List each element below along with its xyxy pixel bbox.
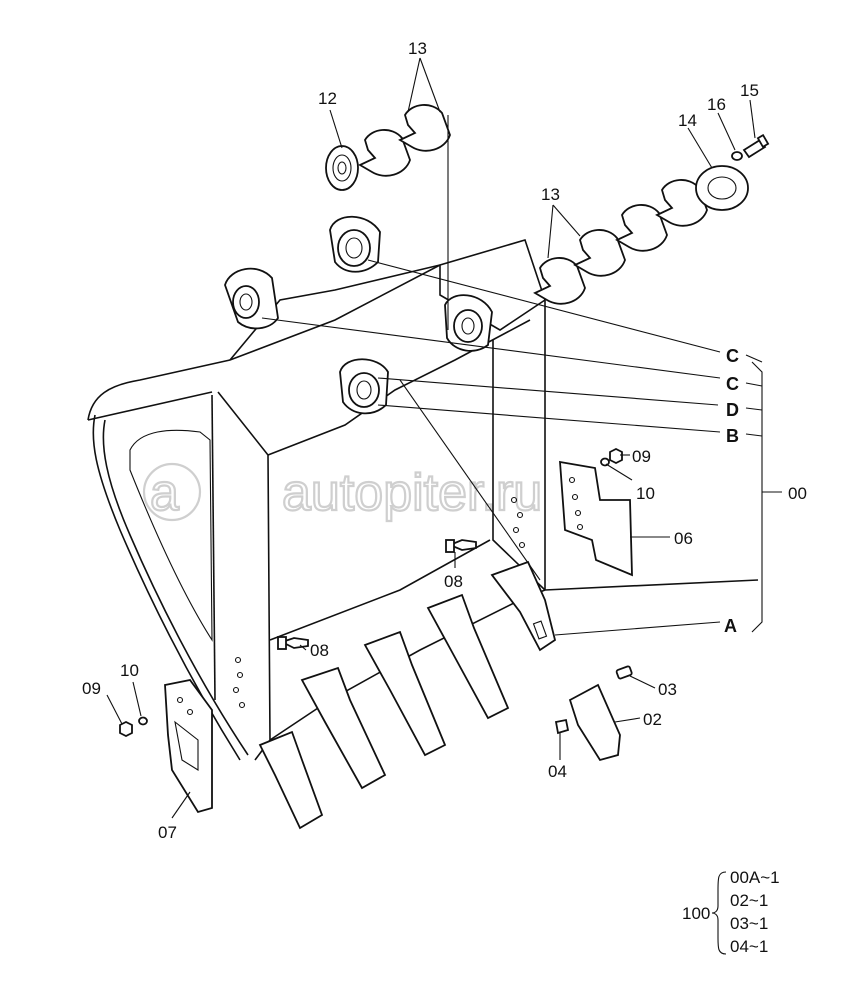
teeth bbox=[258, 560, 557, 830]
lug-middle-right bbox=[444, 294, 493, 352]
label-08-upper: 08 bbox=[444, 572, 463, 591]
label-C-first: C bbox=[726, 346, 739, 366]
part-08-bolt-upper bbox=[445, 539, 477, 553]
part-10-washer-left bbox=[138, 716, 148, 726]
label-14: 14 bbox=[678, 111, 697, 130]
side-cutters bbox=[119, 447, 633, 814]
part-14-end-plate bbox=[695, 165, 749, 211]
exploded-parts bbox=[325, 104, 770, 305]
tooth-4 bbox=[426, 593, 510, 720]
part-08-bolt-lower bbox=[277, 636, 309, 650]
watermark-logo-glyph: a bbox=[150, 464, 179, 522]
part-16-washer bbox=[731, 151, 743, 161]
part-13-shims-upper bbox=[358, 104, 451, 177]
pin-bosses bbox=[224, 215, 493, 415]
part-04-lock bbox=[554, 718, 570, 735]
kit-number: 100 bbox=[682, 904, 710, 923]
label-13-upper: 13 bbox=[408, 39, 427, 58]
part-06-side-cutter-right bbox=[559, 460, 633, 577]
part-02-tooth-point bbox=[568, 683, 621, 762]
lug-upper-left bbox=[224, 267, 279, 330]
watermark: a autopiter.ru bbox=[142, 462, 543, 523]
lug-upper-right bbox=[329, 215, 381, 273]
label-06: 06 bbox=[674, 529, 693, 548]
label-07: 07 bbox=[158, 823, 177, 842]
kit-item-2: 02~1 bbox=[730, 891, 768, 910]
bolt-holes bbox=[232, 496, 526, 709]
part-10-washer-right bbox=[600, 457, 610, 467]
label-10-right: 10 bbox=[636, 484, 655, 503]
kit-item-3: 03~1 bbox=[730, 914, 768, 933]
part-07-side-cutter-left bbox=[164, 679, 213, 814]
kit-notation: 100 00A~1 02~1 03~1 04~1 bbox=[682, 868, 780, 956]
label-09-left: 09 bbox=[82, 679, 101, 698]
tooth-point-set bbox=[554, 665, 633, 762]
leader-lines bbox=[106, 57, 782, 819]
label-D: D bbox=[726, 400, 739, 420]
tooth-3 bbox=[363, 630, 447, 757]
part-15-bolt bbox=[742, 133, 770, 159]
part-13-shims-right bbox=[533, 179, 708, 305]
tooth-5-adapter bbox=[490, 560, 557, 652]
part-12-plate bbox=[325, 145, 359, 191]
tooth-1 bbox=[258, 730, 324, 830]
label-02: 02 bbox=[643, 710, 662, 729]
label-09-right: 09 bbox=[632, 447, 651, 466]
part-03-pin bbox=[615, 665, 633, 680]
label-C-second: C bbox=[726, 374, 739, 394]
callout-labels: 12 13 13 14 16 15 C C D B A 00 09 10 06 … bbox=[82, 39, 807, 842]
label-12: 12 bbox=[318, 89, 337, 108]
label-10-left: 10 bbox=[120, 661, 139, 680]
label-00: 00 bbox=[788, 484, 807, 503]
part-09-nut-left bbox=[119, 720, 133, 738]
label-03: 03 bbox=[658, 680, 677, 699]
tooth-2 bbox=[300, 666, 387, 790]
kit-item-4: 04~1 bbox=[730, 937, 768, 956]
label-13-right: 13 bbox=[541, 185, 560, 204]
watermark-text: autopiter.ru bbox=[282, 464, 542, 522]
label-08-lower: 08 bbox=[310, 641, 329, 660]
lug-lower-middle bbox=[339, 358, 389, 415]
label-04: 04 bbox=[548, 762, 567, 781]
part-09-nut-right bbox=[609, 447, 623, 465]
label-15: 15 bbox=[740, 81, 759, 100]
label-B: B bbox=[726, 426, 739, 446]
label-16: 16 bbox=[707, 95, 726, 114]
kit-item-1: 00A~1 bbox=[730, 868, 780, 887]
label-A: A bbox=[724, 616, 737, 636]
